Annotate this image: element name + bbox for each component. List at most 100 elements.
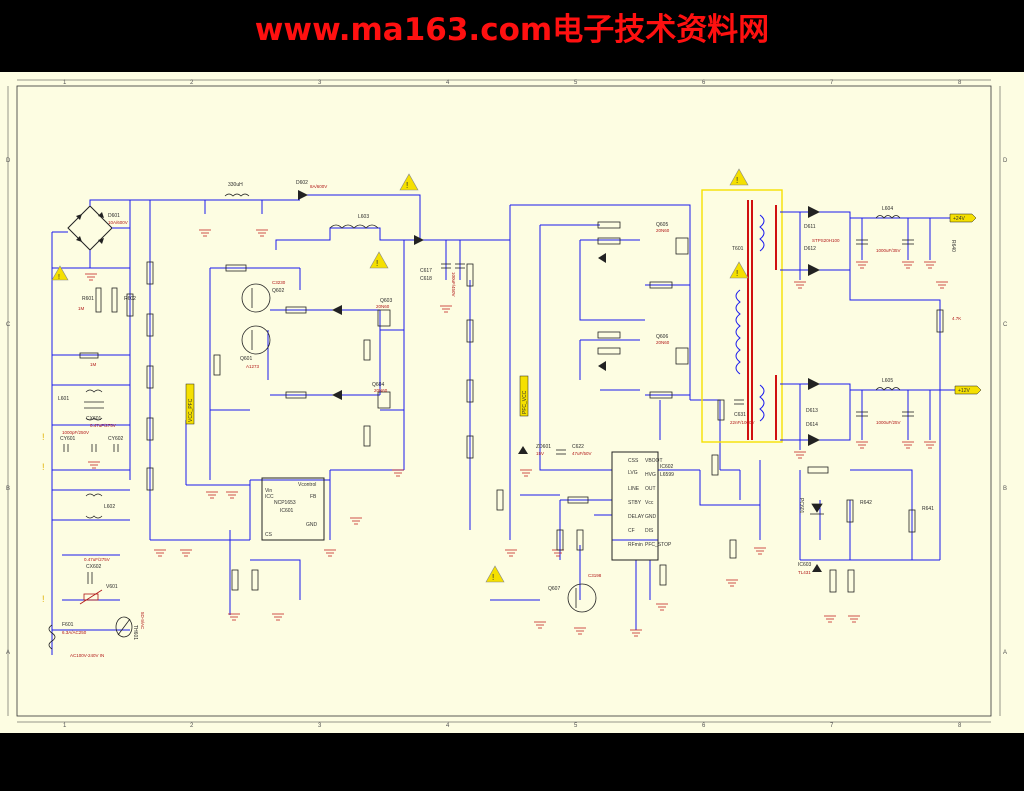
llc-gate-diodes [598, 253, 606, 371]
cy-label: CY601 [60, 436, 76, 442]
pfc-resistor-divider [126, 261, 474, 491]
bleed-resistor-value: 1M [78, 306, 85, 311]
ruler-top-label: 4 [446, 80, 450, 86]
svg-text:+24V: +24V [953, 216, 965, 222]
pfc-diode-rating: 8A/600V [310, 184, 327, 189]
svg-text:!: ! [58, 274, 60, 281]
fuse-label: F601 [62, 622, 74, 628]
ruler-bottom-label: 4 [446, 723, 450, 729]
bulk-capacitors [441, 263, 465, 269]
pfc-ic-ref: IC601 [280, 508, 294, 514]
cx2-label: CX602 [86, 564, 102, 570]
svg-text:PFC_VCC: PFC_VCC [522, 390, 528, 414]
bleed-resistor-label: R601 [82, 296, 94, 302]
fb-resistor-label: R642 [860, 500, 872, 506]
transistor-part: A1273 [246, 364, 260, 369]
ruler-left-label: D [6, 158, 11, 164]
svg-text:!: ! [376, 259, 378, 268]
pfc-ic-pin: ICC [265, 494, 274, 500]
cx2-rating: 0.47uF/275V [84, 557, 110, 562]
pfc-ic-pin: CS [265, 532, 273, 538]
q607-part: C3198 [588, 573, 602, 578]
schematic-sheet: 1 2 3 4 5 6 7 8 1 2 3 4 5 6 7 8 D C B A … [0, 72, 1024, 733]
transistor-label: Q602 [272, 288, 284, 294]
output-choke-label: L604 [882, 206, 893, 212]
ruler-top-label: 8 [958, 80, 962, 86]
schematic-diagram: 1 2 3 4 5 6 7 8 1 2 3 4 5 6 7 8 D C B A … [6, 79, 1008, 729]
output-diodes [808, 206, 820, 446]
llc-ic-pin: STBY [628, 500, 642, 506]
llc-mosfet-part: 20N60 [656, 228, 670, 233]
llc-gate-network [597, 221, 673, 399]
llc-mosfet-label: Q605 [656, 222, 668, 228]
svg-text:!: ! [736, 269, 738, 278]
bridge-rectifier [76, 212, 104, 244]
svg-text:!: ! [406, 181, 408, 190]
out-diode-label: D614 [806, 422, 818, 428]
optocoupler [810, 503, 824, 515]
llc-mosfet-part: 20N60 [656, 340, 670, 345]
resonant-capacitor [734, 399, 744, 405]
varistor-label: V601 [106, 584, 118, 590]
mosfet-label: Q604 [372, 382, 384, 388]
feedback-resistors [829, 309, 944, 593]
llc-ic-pin: OUT [645, 486, 656, 492]
pfc-mosfets [377, 309, 391, 409]
ruler-left-label: A [6, 650, 10, 656]
out-diode-label: D612 [804, 246, 816, 252]
pfc-ic-pin: GND [306, 522, 318, 528]
output-choke-label: L605 [882, 378, 893, 384]
output-caps [856, 239, 914, 417]
bleed-resistor-value: 1M [90, 362, 97, 367]
pfc-ic-body [261, 477, 325, 541]
llc-ic-pin: CF [628, 528, 635, 534]
ruler-bottom-label: 8 [958, 723, 962, 729]
pfc-vcc-tag: PFC_VCC [519, 375, 529, 417]
pfc-driver-transistors [241, 283, 271, 355]
transistor-part: C3230 [272, 280, 286, 285]
llc-ic-pin: DELAY [628, 514, 645, 520]
warning-icon: ! [729, 261, 749, 279]
zener-cap-rating: 47uF/50V [572, 451, 592, 456]
mosfet-part: 20N60 [374, 388, 388, 393]
pfc-ic-pin: FB [310, 494, 317, 500]
llc-ic-part: L6599 [660, 472, 674, 478]
llc-mosfets [675, 237, 689, 365]
cx-label: CX601 [86, 416, 102, 422]
pfc-choke [224, 193, 379, 229]
svg-text:!: ! [492, 573, 494, 582]
svg-text:+12V: +12V [958, 388, 970, 394]
pfc-wiring [149, 194, 510, 615]
llc-mosfet-label: Q606 [656, 334, 668, 340]
output-cap-rating: 1000uF/25V [876, 420, 901, 425]
thermistor-label: TH601 [132, 625, 138, 640]
vcc-zener [518, 446, 528, 454]
ruler-bottom-label: 1 [63, 723, 67, 729]
svg-text:!: ! [42, 594, 45, 604]
zener-label: ZD601 [536, 444, 551, 450]
llc-ic-pin: HVG [645, 472, 656, 478]
out-diode-label: D613 [806, 408, 818, 414]
transformer-label: T601 [732, 246, 744, 252]
pfc-choke-rating: 330uH [228, 182, 243, 188]
common-mode-choke-2 [85, 493, 103, 519]
site-banner: www.ma163.com电子技术资料网 [0, 0, 1024, 72]
secondary-wiring [780, 211, 975, 561]
warning-icon: ! [51, 265, 69, 281]
ruler-right: D C B A [1003, 158, 1008, 656]
ruler-top-label: 2 [190, 80, 194, 86]
optocoupler-label: PC601 [798, 498, 804, 514]
standby-transistor [567, 583, 597, 613]
llc-ic-ref: IC602 [660, 464, 674, 470]
bulk-cap-label: C617 [420, 268, 432, 274]
ruler-top-label: 7 [830, 80, 834, 86]
llc-wiring [490, 204, 761, 630]
ruler-bottom-label: 6 [702, 723, 706, 729]
ruler-top-label: 1 [63, 80, 67, 86]
input-section [51, 199, 150, 655]
ruler-left-label: B [6, 486, 10, 492]
input-voltage-label: AC100V-240V IN [70, 653, 104, 658]
zener-cap [556, 449, 566, 455]
bleed-resistor-label: R602 [124, 296, 136, 302]
cx2-capacitor [87, 572, 93, 584]
